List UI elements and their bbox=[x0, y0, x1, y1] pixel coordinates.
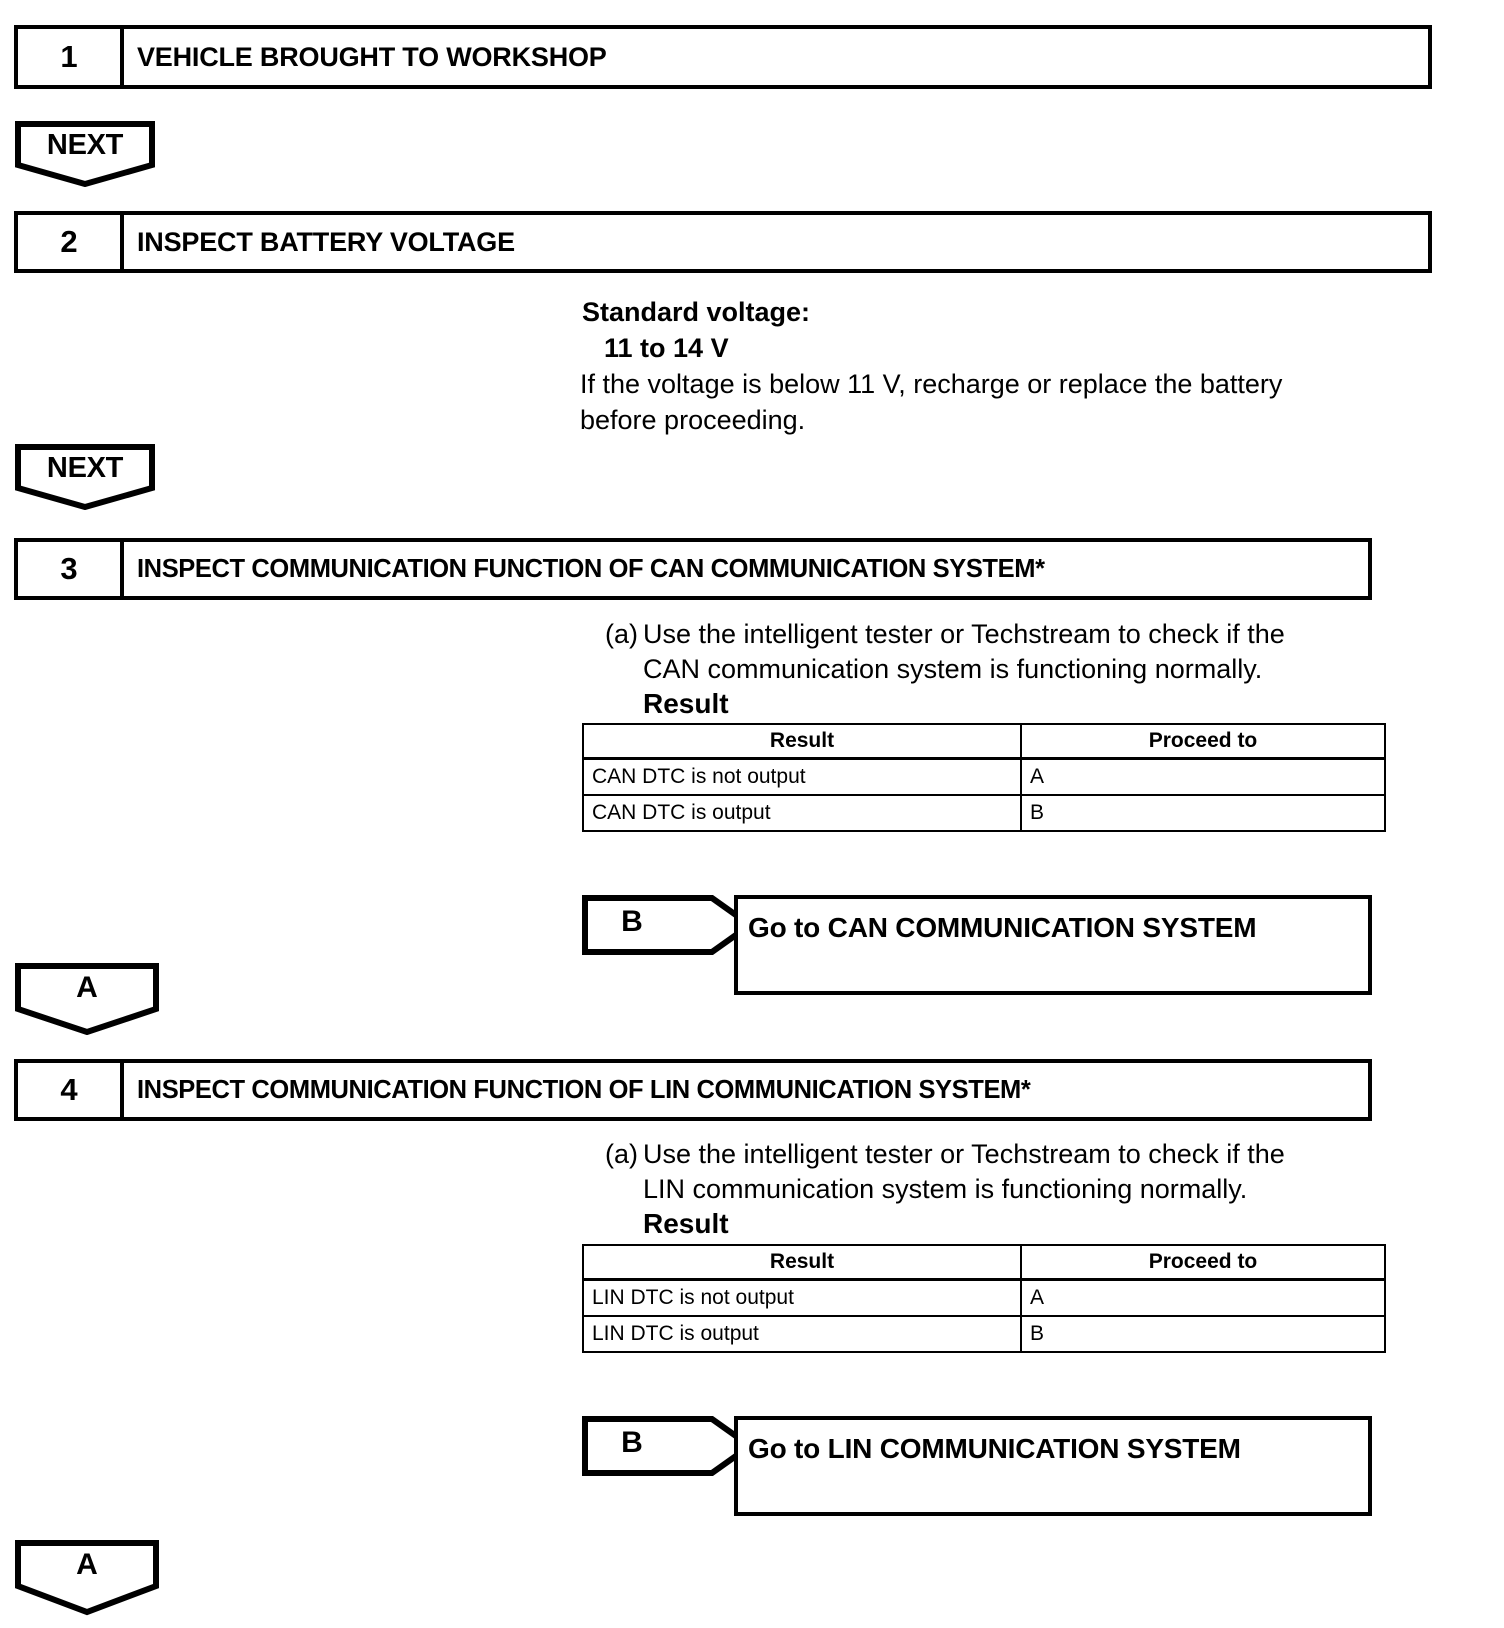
table-header-result: Result bbox=[582, 723, 1022, 760]
arrow-right-pentagon-shape bbox=[582, 895, 754, 955]
step-title-3: INSPECT COMMUNICATION FUNCTION OF CAN CO… bbox=[137, 554, 1045, 583]
goto-label-4: Go to LIN COMMUNICATION SYSTEM bbox=[748, 1433, 1241, 1464]
branch-label: B bbox=[621, 905, 643, 938]
step-number-2: 2 bbox=[18, 215, 124, 269]
connector-a-2: A bbox=[15, 1540, 159, 1616]
connector-next-2: NEXT bbox=[15, 444, 155, 510]
cell-result: CAN DTC is output bbox=[582, 794, 1022, 832]
goto-box-4 bbox=[734, 1416, 1372, 1516]
cell-proceed-to: B bbox=[1020, 1315, 1386, 1353]
step-box-3: 3 INSPECT COMMUNICATION FUNCTION OF CAN … bbox=[14, 538, 1372, 600]
result-table-4: Result Proceed to LIN DTC is not output … bbox=[582, 1244, 1386, 1353]
table-header-result: Result bbox=[582, 1244, 1022, 1281]
goto-box-3 bbox=[734, 895, 1372, 995]
branch-arrow-b-3: B bbox=[582, 895, 754, 955]
instruction-text: Use the intelligent tester or Techstream… bbox=[643, 619, 1285, 684]
connector-label: NEXT bbox=[46, 452, 124, 484]
cell-result: LIN DTC is output bbox=[582, 1315, 1022, 1353]
step-title-1: VEHICLE BROUGHT TO WORKSHOP bbox=[137, 41, 607, 72]
arrow-right-pentagon-shape bbox=[582, 1416, 754, 1476]
result-caption-4: Result bbox=[643, 1208, 729, 1239]
result-caption-3: Result bbox=[643, 688, 729, 719]
step-box-4: 4 INSPECT COMMUNICATION FUNCTION OF LIN … bbox=[14, 1059, 1372, 1121]
connector-label: A bbox=[76, 971, 98, 1004]
connector-label: A bbox=[76, 1548, 98, 1581]
connector-next-1: NEXT bbox=[15, 121, 155, 187]
step-number-4: 4 bbox=[18, 1063, 124, 1117]
list-marker: (a) bbox=[605, 619, 638, 649]
standard-voltage-value: 11 to 14 V bbox=[604, 333, 729, 363]
table-header-row: Result Proceed to bbox=[582, 1244, 1386, 1281]
cell-proceed-to: A bbox=[1020, 757, 1386, 796]
pentagon-down-shape bbox=[15, 121, 155, 187]
battery-voltage-note: If the voltage is below 11 V, recharge o… bbox=[580, 369, 1283, 435]
branch-label: B bbox=[621, 1426, 643, 1459]
pentagon-down-shape bbox=[15, 963, 159, 1035]
table-row: CAN DTC is output B bbox=[582, 794, 1386, 832]
connector-label: NEXT bbox=[46, 129, 124, 161]
cell-proceed-to: A bbox=[1020, 1278, 1386, 1317]
table-header-proceed-to: Proceed to bbox=[1020, 723, 1386, 760]
table-row: CAN DTC is not output A bbox=[582, 757, 1386, 796]
pentagon-down-shape bbox=[15, 1540, 159, 1616]
goto-label-3: Go to CAN COMMUNICATION SYSTEM bbox=[748, 912, 1257, 943]
table-header-proceed-to: Proceed to bbox=[1020, 1244, 1386, 1281]
step-title-2: INSPECT BATTERY VOLTAGE bbox=[137, 226, 515, 257]
table-header-row: Result Proceed to bbox=[582, 723, 1386, 760]
cell-result: LIN DTC is not output bbox=[582, 1278, 1022, 1317]
list-marker: (a) bbox=[605, 1139, 638, 1169]
table-row: LIN DTC is output B bbox=[582, 1315, 1386, 1353]
result-table-3: Result Proceed to CAN DTC is not output … bbox=[582, 723, 1386, 832]
step-box-2: 2 INSPECT BATTERY VOLTAGE bbox=[14, 211, 1432, 273]
table-row: LIN DTC is not output A bbox=[582, 1278, 1386, 1317]
step-number-1: 1 bbox=[18, 29, 124, 85]
connector-a-1: A bbox=[15, 963, 159, 1035]
step-box-1: 1 VEHICLE BROUGHT TO WORKSHOP bbox=[14, 25, 1432, 89]
instruction-text: Use the intelligent tester or Techstream… bbox=[643, 1139, 1285, 1204]
branch-arrow-b-4: B bbox=[582, 1416, 754, 1476]
standard-voltage-label: Standard voltage: bbox=[582, 297, 811, 327]
cell-result: CAN DTC is not output bbox=[582, 757, 1022, 796]
step-4-instruction: (a) Use the intelligent tester or Techst… bbox=[605, 1137, 1395, 1207]
cell-proceed-to: B bbox=[1020, 794, 1386, 832]
step-title-4: INSPECT COMMUNICATION FUNCTION OF LIN CO… bbox=[137, 1075, 1031, 1104]
step-number-3: 3 bbox=[18, 542, 124, 596]
pentagon-down-shape bbox=[15, 444, 155, 510]
step-3-instruction: (a) Use the intelligent tester or Techst… bbox=[605, 617, 1395, 687]
